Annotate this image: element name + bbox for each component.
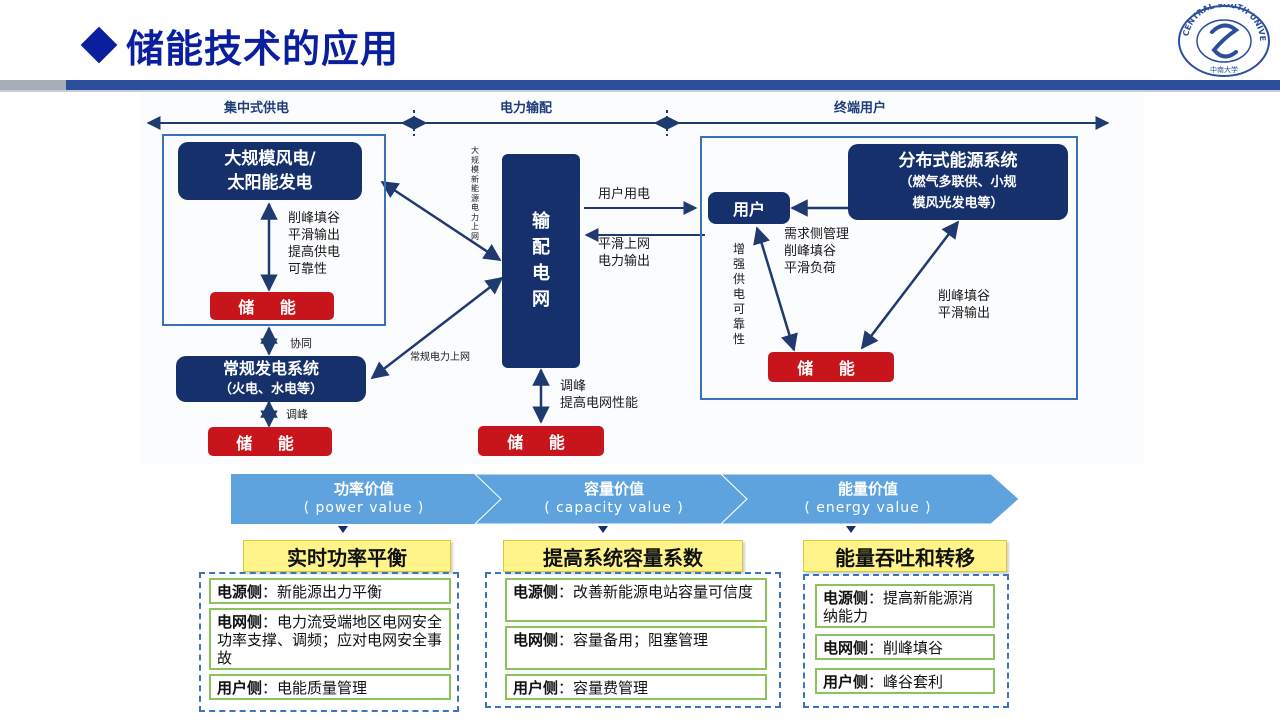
card-power-grid-text: ：电力流受端地区电网安全功率支撑、调频；应对电网安全事故 <box>217 613 443 667</box>
header-divider <box>0 90 1280 92</box>
storage-node-user: 储 能 <box>768 352 894 382</box>
stage-title-power: 功率价值 <box>333 480 394 498</box>
logo-cn-text: 中南大学 <box>1210 65 1238 74</box>
down-arrow-power <box>338 526 348 533</box>
section-label-transmission: 电力输配 <box>500 101 553 116</box>
card-power-source: 电源侧：新能源出力平衡 <box>209 578 451 604</box>
value-chain: 功率价值 ( power value ) 容量价值 ( capacity val… <box>183 466 1025 718</box>
card-capacity-user: 用户侧：容量费管理 <box>505 674 767 700</box>
storage-node-bottom-left: 储 能 <box>208 427 332 456</box>
card-capacity-user-text: ：容量费管理 <box>558 679 649 697</box>
header-bar-gray <box>0 80 66 90</box>
page-title-text: 储能技术的应用 <box>126 26 400 71</box>
card-energy-user-text: ：峰谷套利 <box>868 673 944 691</box>
power-value-group <box>199 572 459 712</box>
card-capacity-source-label: 电源侧 <box>513 583 559 601</box>
note-grid-performance: 调峰 提高电网性能 <box>560 379 639 411</box>
distributed-energy-node: 分布式能源系统 （燃气多联供、小规 模风光发电等） <box>848 144 1068 220</box>
card-capacity-grid-text: ：容量备用；阻塞管理 <box>558 631 709 649</box>
down-arrow-energy <box>846 526 856 533</box>
note-distributed-storage: 削峰填谷 平滑输出 <box>938 289 991 321</box>
centralized-frame <box>162 134 386 326</box>
conventional-line-1: 常规发电系统 <box>222 359 319 378</box>
conventional-generation-node: 常规发电系统 （火电、水电等） <box>176 356 366 402</box>
note-user-power: 用户用电 <box>598 187 651 202</box>
card-capacity-source: 电源侧：改善新能源电站容量可信度 <box>505 578 767 622</box>
stage-subtitle-energy: ( energy value ) <box>804 500 932 516</box>
storage-node-top-left: 储 能 <box>210 292 334 320</box>
section-label-end-user: 终端用户 <box>834 101 887 116</box>
grid-node: 输配电网 <box>502 154 580 368</box>
university-logo: CENTRAL SOUTH UNIVERSITY 中南大学 <box>1176 4 1270 77</box>
user-node: 用户 <box>708 192 790 224</box>
distributed-line-3: 模风光发电等） <box>912 195 1004 211</box>
storage-node-grid: 储 能 <box>478 426 604 456</box>
header-bar-blue <box>66 80 1280 90</box>
end-user-frame <box>700 136 1078 400</box>
wind-solar-node: 大规模风电/ 太阳能发电 <box>178 142 362 200</box>
note-user-reliability: 增强供电可靠性 <box>732 242 745 346</box>
wind-solar-line-1: 大规模风电/ <box>224 149 316 169</box>
heading-power-balance: 实时功率平衡 <box>243 540 451 572</box>
card-energy-source: 电源侧：提高新能源消纳能力 <box>815 584 995 628</box>
stage-title-energy: 能量价值 <box>837 480 898 498</box>
card-energy-grid: 电网侧：削峰填谷 <box>815 634 995 660</box>
note-new-energy-online: 大规模新能源电力上网 <box>471 146 479 241</box>
down-arrow-capacity <box>598 526 608 533</box>
distributed-line-2: （燃气多联供、小规 <box>899 174 1017 190</box>
card-capacity-user-label: 用户侧 <box>513 679 559 697</box>
energy-storage-diagram: 集中式供电 电力输配 终端用户 大规模风电/ 太阳能发电 储 能 常规发电系统 … <box>140 92 1144 464</box>
note-coordination: 协同 <box>290 337 312 350</box>
card-energy-source-text: ：提高新能源消纳能力 <box>823 589 974 625</box>
value-chevrons <box>231 473 1020 533</box>
energy-value-group <box>803 574 1009 708</box>
logo-emblem-icon <box>1210 23 1240 59</box>
capacity-value-group <box>485 572 781 708</box>
stage-subtitle-capacity: ( capacity value ) <box>544 500 684 516</box>
note-smooth-output: 平滑上网 电力输出 <box>598 237 651 269</box>
card-capacity-source-text: ：改善新能源电站容量可信度 <box>558 583 754 601</box>
conventional-line-2: （火电、水电等） <box>218 382 323 397</box>
card-power-grid: 电网侧：电力流受端地区电网安全功率支撑、调频；应对电网安全事故 <box>209 608 451 670</box>
card-power-grid-label: 电网侧 <box>217 613 263 631</box>
card-energy-grid-label: 电网侧 <box>823 639 869 657</box>
card-energy-user-label: 用户侧 <box>823 673 869 691</box>
distributed-line-1: 分布式能源系统 <box>898 150 1018 171</box>
card-power-source-text: ：新能源出力平衡 <box>262 583 383 601</box>
card-capacity-grid: 电网侧：容量备用；阻塞管理 <box>505 626 767 670</box>
card-energy-grid-text: ：削峰填谷 <box>868 639 944 657</box>
card-power-user-label: 用户侧 <box>217 679 263 697</box>
page-title: 储能技术的应用 <box>80 20 400 71</box>
card-energy-user: 用户侧：峰谷套利 <box>815 668 995 694</box>
heading-capacity-factor: 提高系统容量系数 <box>503 540 743 572</box>
card-capacity-grid-label: 电网侧 <box>513 631 559 649</box>
note-peak-shaving-left: 削峰填谷 平滑输出 提高供电 可靠性 <box>288 211 341 277</box>
wind-solar-line-2: 太阳能发电 <box>227 173 313 193</box>
note-demand-management: 需求侧管理 削峰填谷 平滑负荷 <box>784 227 850 276</box>
stage-title-capacity: 容量价值 <box>583 480 644 498</box>
chevron-energy <box>719 473 1020 525</box>
card-power-user-text: ：电能质量管理 <box>262 679 368 697</box>
card-power-source-label: 电源侧 <box>217 583 263 601</box>
section-label-centralized: 集中式供电 <box>224 101 290 116</box>
chevron-power <box>231 474 501 524</box>
card-energy-source-label: 电源侧 <box>823 589 869 607</box>
heading-energy-transfer: 能量吞吐和转移 <box>803 540 1007 572</box>
diamond-bullet-icon <box>80 26 118 64</box>
diagram-connectors <box>146 110 1110 428</box>
stage-subtitle-power: ( power value ) <box>303 500 425 516</box>
note-peak-regulation-left: 调峰 <box>286 408 308 421</box>
note-conventional-online: 常规电力上网 <box>410 352 470 363</box>
card-power-user: 用户侧：电能质量管理 <box>209 674 451 700</box>
